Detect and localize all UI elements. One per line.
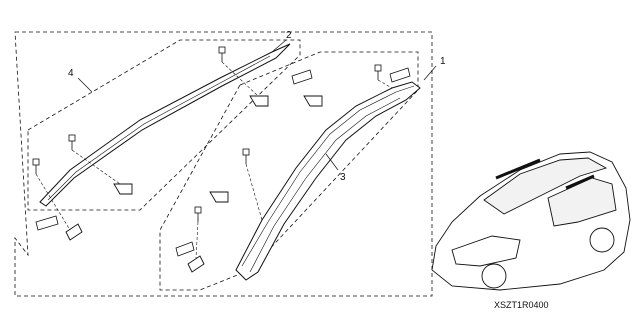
screws <box>32 46 382 222</box>
diagram-code: XSZT1R0400 <box>494 300 549 310</box>
kit-3-boundary <box>159 51 419 291</box>
callout-4: 4 <box>68 68 74 79</box>
assembly-leaders <box>35 61 393 259</box>
vehicle-illustration <box>431 151 631 291</box>
callout-leaders <box>77 39 437 171</box>
clip-brackets <box>65 95 323 273</box>
adhesive-pads <box>35 67 411 257</box>
callout-3: 3 <box>340 172 346 183</box>
door-visor-part <box>235 81 421 281</box>
molding-strip-part <box>39 43 291 207</box>
callout-1: 1 <box>440 56 446 67</box>
kit-4-boundary <box>27 39 301 211</box>
kit-1-boundary <box>14 31 433 297</box>
callout-2: 2 <box>286 30 292 41</box>
